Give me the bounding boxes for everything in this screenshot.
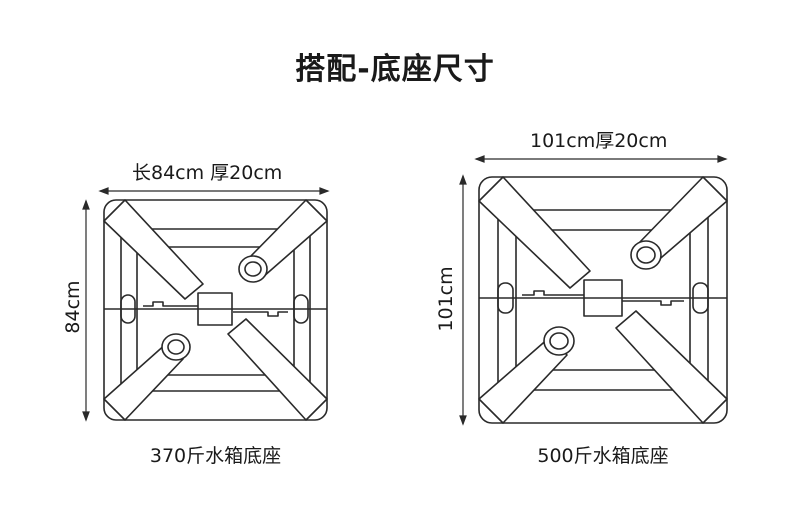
right-height-label: 101cm — [435, 266, 457, 332]
left-height-label: 84cm — [62, 280, 84, 334]
base-500-drawing — [478, 176, 728, 424]
page-title: 搭配-底座尺寸 — [295, 52, 495, 87]
base-370-drawing — [103, 199, 328, 421]
right-width-label: 101cm厚20cm — [530, 130, 668, 152]
base-500-caption: 500斤水箱底座 — [537, 445, 669, 467]
left-width-label: 长84cm 厚20cm — [132, 162, 283, 184]
base-370-caption: 370斤水箱底座 — [149, 445, 282, 467]
